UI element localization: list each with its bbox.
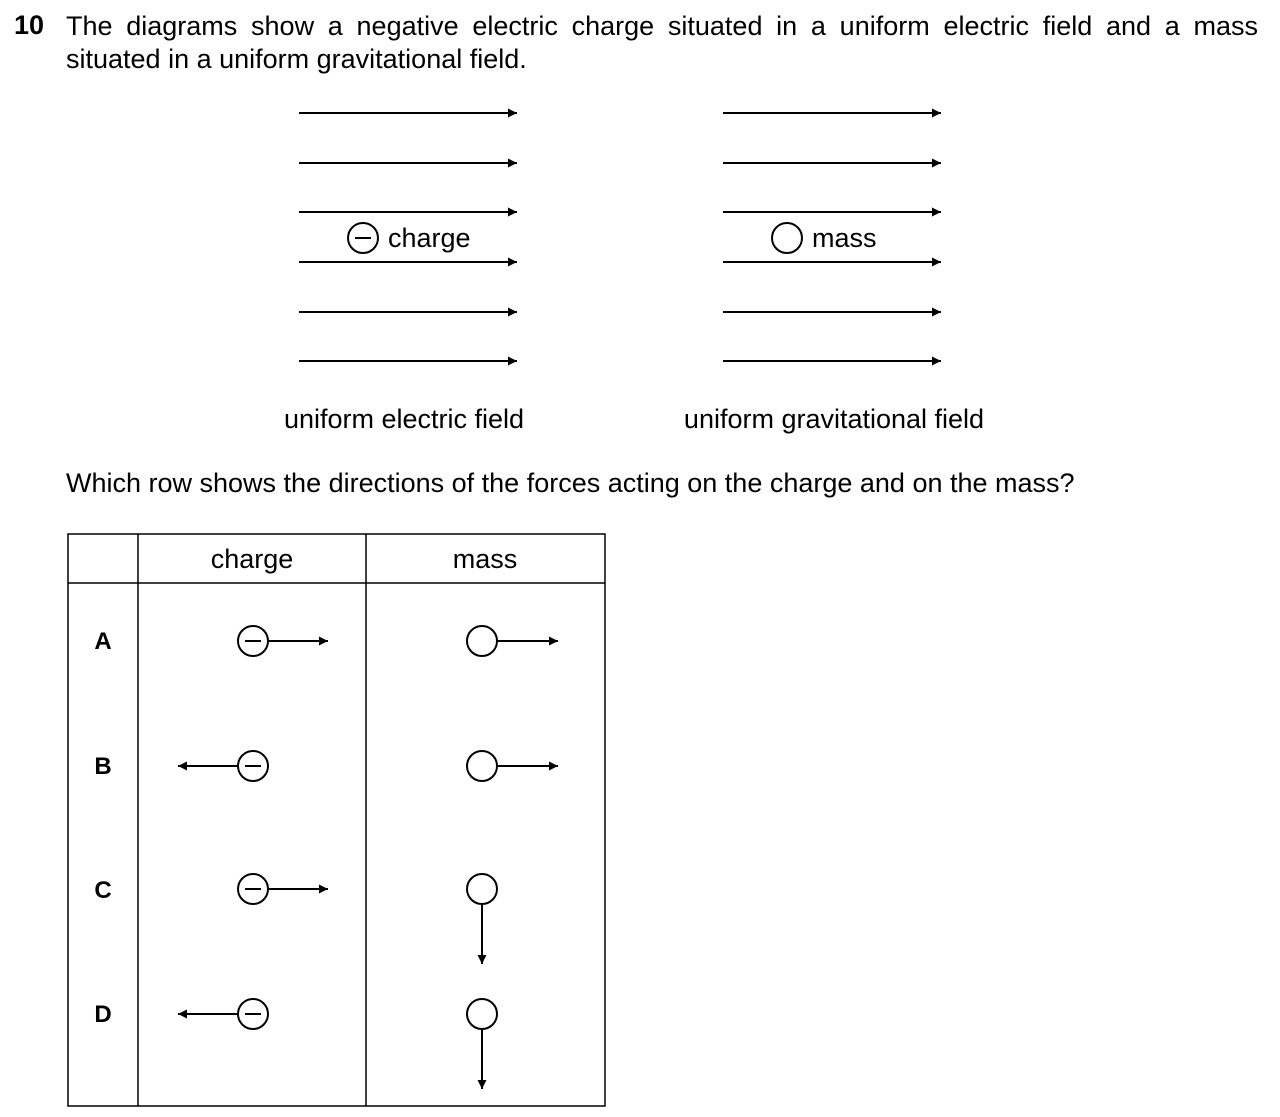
- answer-table: charge mass A B: [67, 533, 606, 1107]
- row-label: D: [94, 1001, 111, 1028]
- gravitational-field-diagram: mass uniform gravitational field: [684, 108, 984, 434]
- charge-force-right: [237, 625, 328, 657]
- electric-field-lines: [299, 108, 517, 366]
- question-prompt: Which row shows the directions of the fo…: [66, 468, 1075, 498]
- mass-force-down: [466, 998, 498, 1089]
- row-label: B: [94, 753, 111, 780]
- column-header-mass: mass: [453, 544, 518, 574]
- table-row-c: C: [94, 873, 498, 964]
- charge-force-left: [178, 998, 269, 1030]
- negative-charge-symbol: [347, 222, 379, 254]
- gravitational-field-lines: [723, 108, 941, 366]
- mass-force-right: [466, 625, 558, 657]
- electric-field-caption: uniform electric field: [284, 404, 524, 434]
- table-row-a: A: [94, 625, 558, 657]
- row-label: A: [94, 628, 111, 655]
- question-number: 10: [14, 10, 45, 40]
- mass-label: mass: [812, 223, 877, 253]
- mass-force-right: [466, 750, 558, 782]
- mass-force-down: [466, 873, 498, 964]
- row-label: C: [94, 877, 111, 904]
- mass-symbol: [771, 222, 803, 254]
- gravitational-field-caption: uniform gravitational field: [684, 404, 984, 434]
- question-text: The diagrams show a negative electric ch…: [66, 11, 1258, 74]
- column-header-charge: charge: [211, 544, 294, 574]
- charge-label: charge: [388, 223, 471, 253]
- charge-force-right: [237, 873, 328, 905]
- charge-force-left: [178, 750, 269, 782]
- table-row-b: B: [94, 750, 558, 782]
- electric-field-diagram: charge uniform electric field: [284, 108, 524, 434]
- table-row-d: D: [94, 998, 498, 1089]
- table-grid: [67, 533, 606, 1107]
